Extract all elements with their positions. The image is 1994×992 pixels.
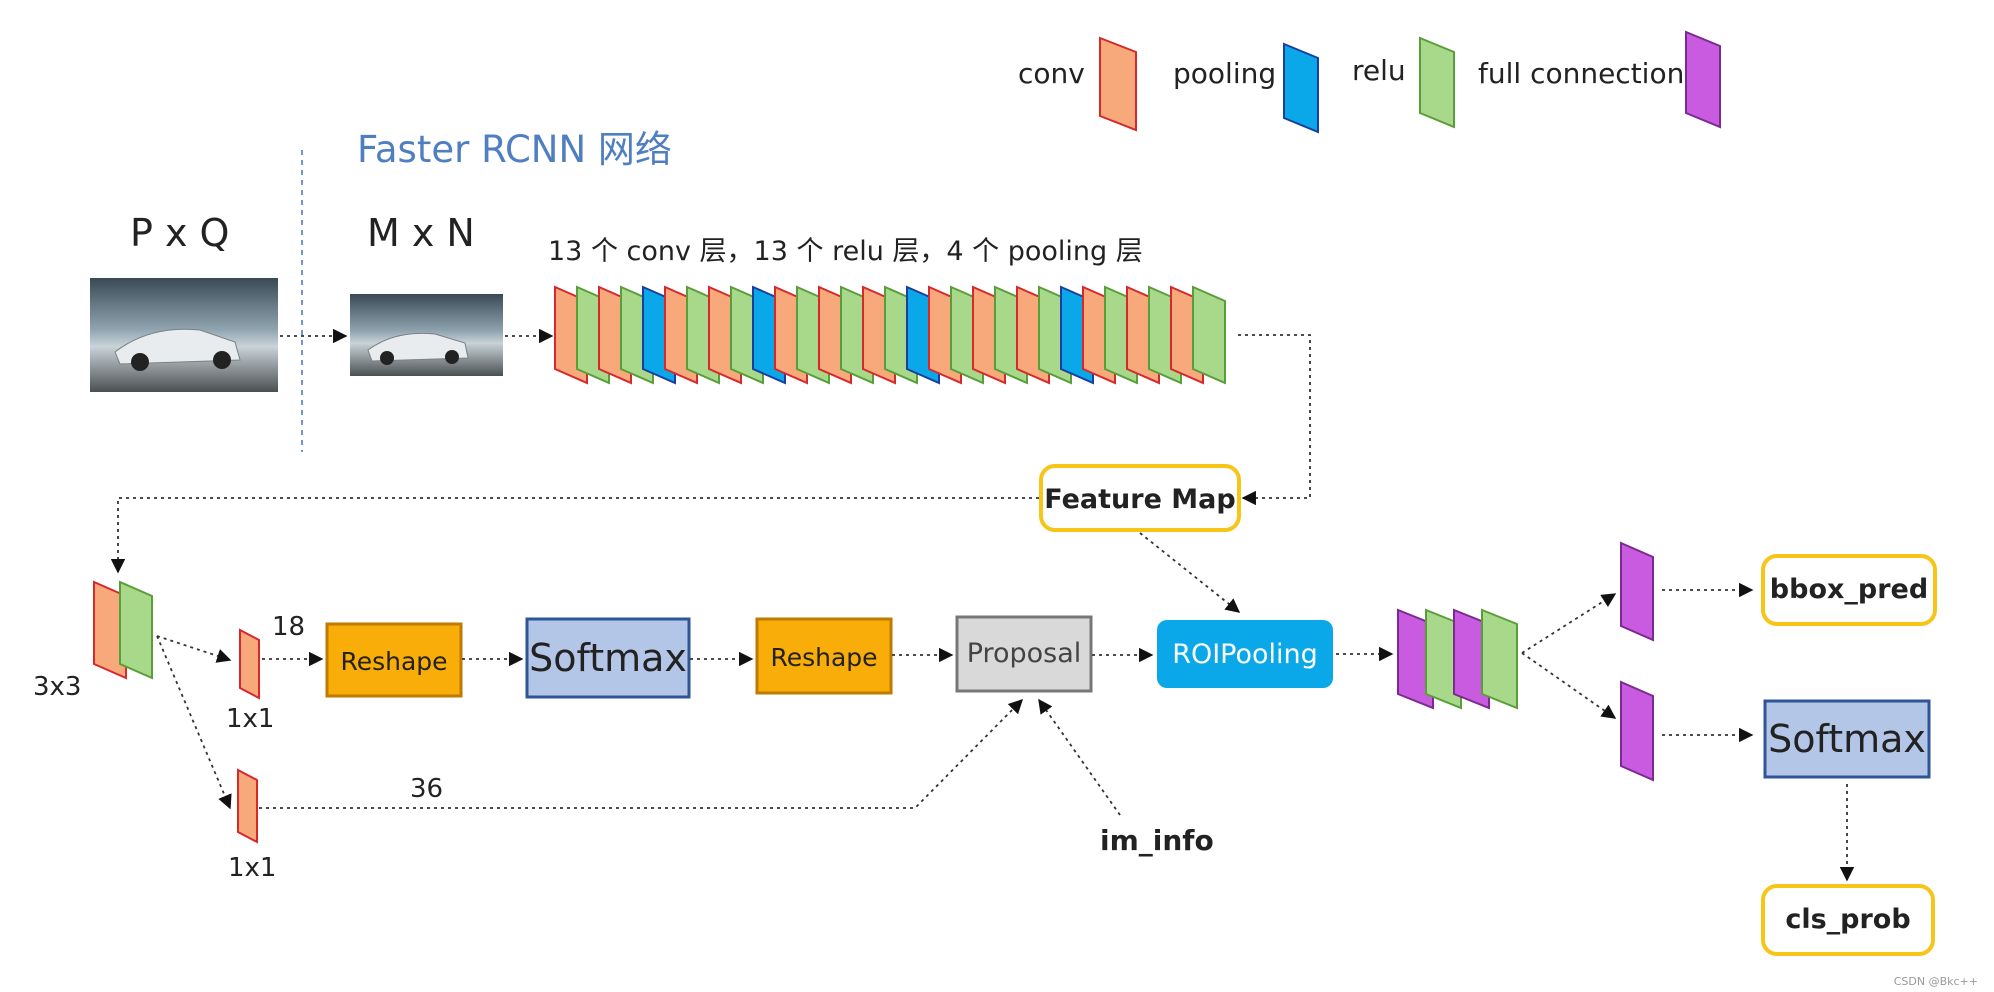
legend-fc-swatch: [1685, 30, 1721, 129]
legend: conv pooling relu full connection: [1018, 30, 1721, 134]
bbox-pred-node: bbox_pred: [1761, 554, 1937, 626]
pq-label: P x Q: [130, 211, 229, 255]
arrow-fc-to-bbox-branch: [1521, 593, 1617, 654]
input-image-pq: [90, 278, 278, 392]
cls-softmax-label: Softmax: [1768, 717, 1926, 761]
watermark: CSDN @Bkc++: [1894, 975, 1978, 988]
reshape-box-1: Reshape: [325, 622, 463, 698]
rpn-conv1x1-b: [237, 768, 258, 844]
rpn-conv1x1-a: [239, 628, 260, 700]
proposal-label: Proposal: [967, 638, 1082, 669]
legend-relu-swatch: [1419, 36, 1455, 129]
arrow-1x1b-to-proposal: [259, 698, 1024, 809]
rpn-softmax-box: Softmax: [525, 617, 691, 699]
mn-label: M x N: [367, 211, 475, 255]
edge-18-label: 18: [272, 612, 305, 642]
roi-pooling-label: ROIPooling: [1172, 639, 1318, 670]
arrow-conv3-to-1x1b: [156, 635, 232, 810]
arrow-backbone-to-featuremap: [1238, 334, 1311, 506]
fc-layers-block: [1397, 608, 1518, 710]
reshape-box-2: Reshape: [755, 617, 893, 695]
legend-relu-label: relu: [1352, 54, 1406, 87]
backbone-relu-layer: [1192, 285, 1226, 385]
conv1x1a-label: 1x1: [226, 704, 274, 734]
legend-conv-label: conv: [1018, 57, 1085, 90]
rpn-conv3x3-block: [93, 580, 153, 680]
legend-pooling-swatch: [1283, 42, 1319, 134]
arrow-conv3-to-1x1a: [156, 635, 232, 663]
fc-cls-branch: [1620, 680, 1654, 782]
im-info-label: im_info: [1100, 824, 1214, 857]
legend-fc-label: full connection: [1478, 57, 1684, 90]
legend-pooling-label: pooling: [1173, 57, 1276, 90]
feature-map-node: Feature Map: [1039, 464, 1241, 532]
backbone-layers: [554, 285, 1226, 385]
fc-bbox-branch: [1620, 541, 1654, 642]
cls-prob-node: cls_prob: [1761, 884, 1935, 956]
cls-softmax-box: Softmax: [1763, 699, 1931, 779]
arrow-iminfo-to-proposal: [1038, 698, 1121, 816]
edge-36-label: 36: [410, 774, 443, 804]
legend-conv-swatch: [1099, 36, 1137, 132]
bbox-pred-label: bbox_pred: [1770, 574, 1928, 605]
cls-prob-label: cls_prob: [1785, 904, 1910, 935]
arrow-featuremap-to-roi: [1139, 532, 1241, 613]
arrow-fc-to-cls-branch: [1521, 652, 1617, 719]
conv3x3-label: 3x3: [33, 672, 81, 702]
reshape1-label: Reshape: [340, 647, 447, 676]
arrow-featuremap-to-rpn: [110, 497, 1039, 574]
proposal-box: Proposal: [955, 615, 1093, 693]
reshape2-label: Reshape: [770, 643, 877, 672]
conv1x1b-label: 1x1: [228, 853, 276, 883]
rpn-softmax-label: Softmax: [529, 636, 687, 680]
roi-pooling-box: ROIPooling: [1157, 620, 1333, 688]
input-image-mn: [350, 294, 503, 376]
diagram-title: Faster RCNN 网络: [357, 128, 672, 171]
backbone-caption: 13 个 conv 层，13 个 relu 层，4 个 pooling 层: [548, 236, 1143, 267]
feature-map-label: Feature Map: [1044, 484, 1235, 515]
